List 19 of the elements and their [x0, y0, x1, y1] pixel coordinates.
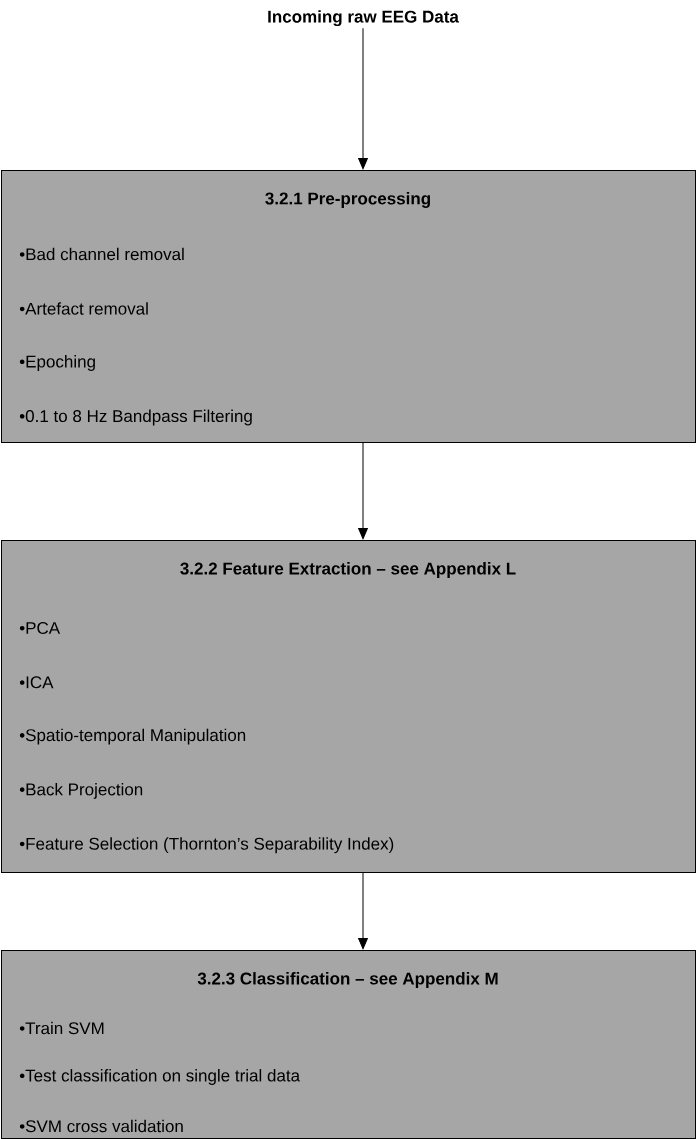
bullet-item: •Epoching	[19, 355, 95, 371]
title: Incoming raw EEG Data	[268, 10, 459, 27]
heading: 3.2.3 Classification – see Appendix M	[197, 972, 498, 988]
bullet-item: •ICA	[19, 676, 54, 689]
bullet-item: •SVM cross validation	[19, 1119, 183, 1133]
bullet-item: •PCA	[19, 622, 61, 635]
arrow	[358, 27, 368, 170]
bullet-item: •0.1 to 8 Hz Bandpass Filtering	[19, 409, 252, 426]
arrow	[358, 442, 368, 540]
bullet-item: •Feature Selection (Thornton’s Separability Index)	[19, 837, 394, 854]
bullet-item: •Artefact removal	[19, 302, 148, 315]
bullet-item: •Test classification on single trial data	[19, 1069, 301, 1085]
heading: 3.2.1 Pre-processing	[265, 192, 430, 208]
bullet-item: •Back Projection	[19, 783, 143, 799]
bullet-item: •Spatio-temporal Manipulation	[19, 728, 246, 745]
bullet-item: •Bad channel removal	[19, 247, 184, 261]
heading: 3.2.2 Feature Extraction – see Appendix L	[180, 562, 516, 578]
arrow	[358, 872, 368, 950]
bullet-item: •Train SVM	[19, 1021, 104, 1035]
